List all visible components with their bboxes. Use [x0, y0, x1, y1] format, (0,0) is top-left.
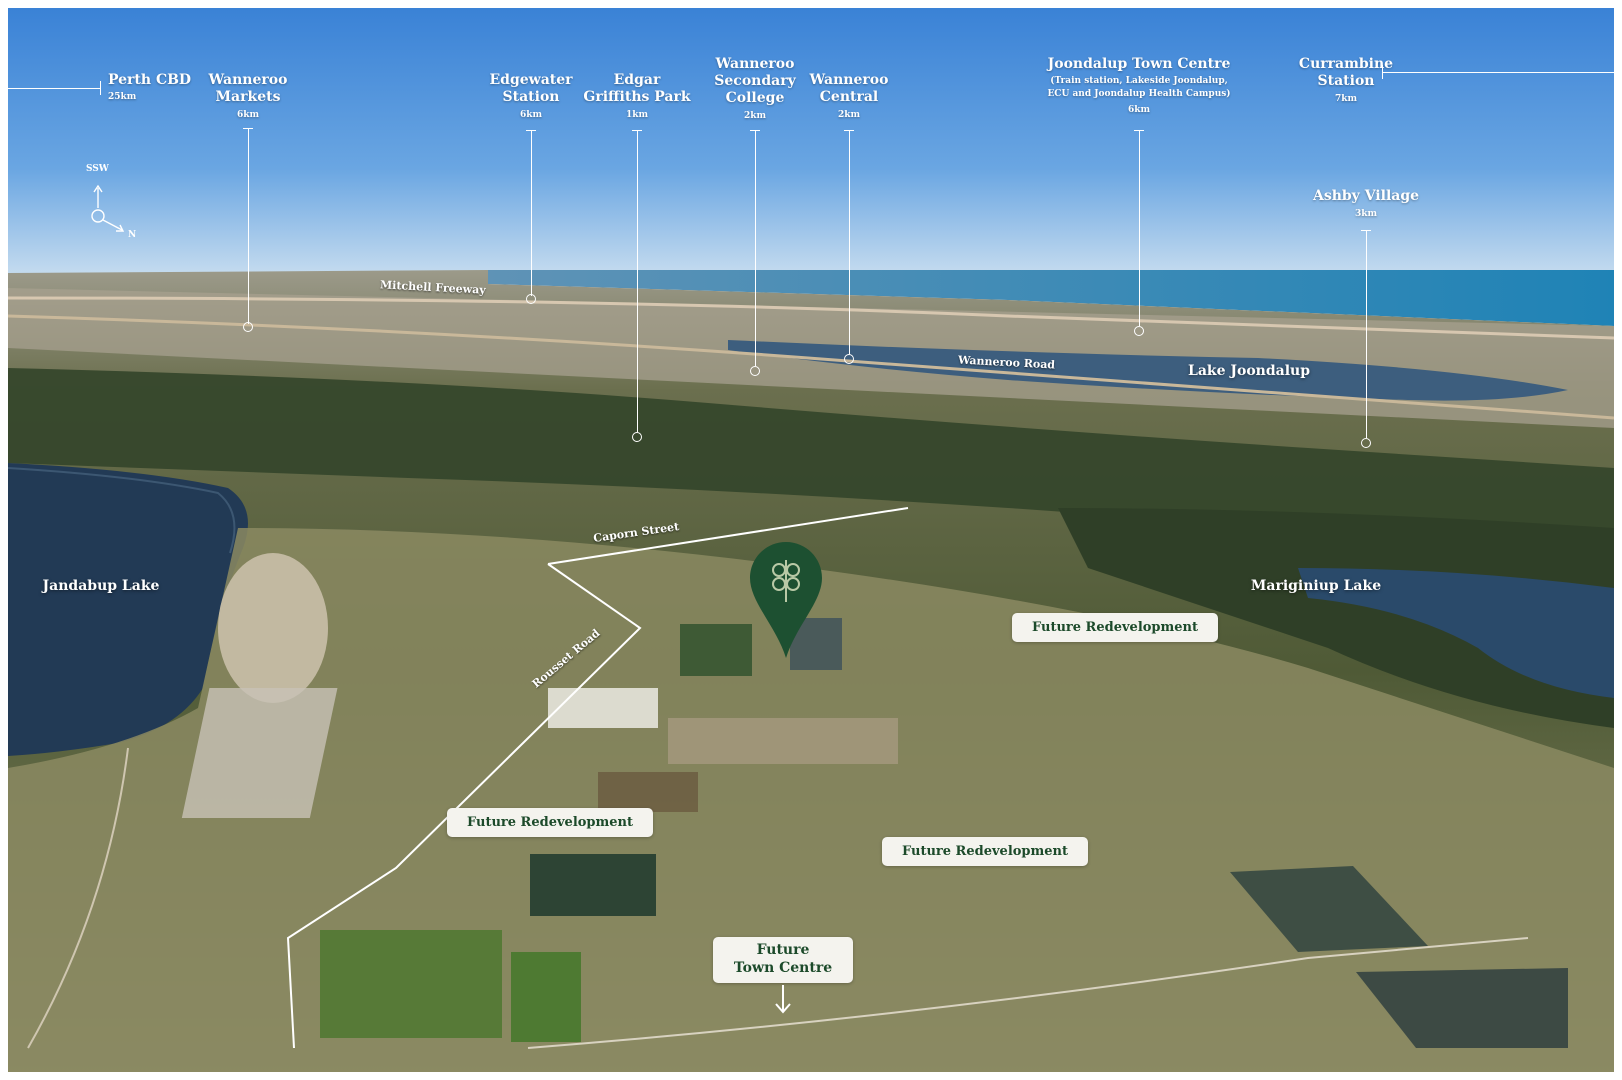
ashby-village-label: Ashby Village 3km	[1313, 188, 1419, 219]
aerial-photo	[8, 8, 1614, 1072]
compass-icon: SSW N	[86, 164, 156, 254]
future-town-centre-badge: Future Town Centre	[713, 937, 853, 983]
down-arrow-icon	[775, 985, 791, 1014]
southern-road-line	[527, 937, 1529, 1049]
racetrack	[218, 553, 328, 703]
perth-cbd-leader-line	[8, 88, 100, 89]
wanneroo-central-distance: 2km	[837, 110, 861, 120]
future-redevelopment-badge-1: Future Redevelopment	[1012, 613, 1218, 642]
wanneroo-markets-name: Wanneroo Markets	[208, 72, 288, 105]
compass-n-label: N	[128, 230, 137, 240]
edgar-griffiths-park-marker	[632, 432, 642, 442]
wanneroo-markets-marker	[243, 322, 253, 332]
aerial-map-frame: Perth CBD 25km Wanneroo Markets 6km Edge…	[8, 8, 1614, 1072]
ashby-village-distance: 3km	[1354, 209, 1378, 219]
wanneroo-road-line	[8, 314, 1614, 420]
currambine-station-label: Currambine Station 7km	[1296, 56, 1396, 104]
edgar-griffiths-park-name: Edgar Griffiths Park	[583, 72, 691, 105]
joondalup-town-centre-subtitle: (Train station, Lakeside Joondalup, ECU …	[1047, 76, 1231, 99]
mariginiup-lake-water	[1298, 568, 1614, 698]
wanneroo-central-name: Wanneroo Central	[809, 72, 889, 105]
edgewater-station-leader	[531, 130, 532, 296]
joondalup-town-centre-name: Joondalup Town Centre	[1047, 56, 1231, 72]
location-pin-logo-icon	[750, 542, 822, 658]
wanneroo-secondary-college-marker	[750, 366, 760, 376]
edgewater-station-name: Edgewater Station	[489, 72, 573, 105]
edgewater-station-label: Edgewater Station 6km	[486, 72, 576, 120]
ocean	[488, 270, 1614, 326]
mariginiup-wetland	[1058, 508, 1614, 728]
joondalup-town-centre-label: Joondalup Town Centre (Train station, La…	[1044, 56, 1234, 115]
perth-cbd-distance: 25km	[108, 92, 137, 102]
rousset-road-line	[286, 563, 642, 1049]
joondalup-town-centre-distance: 6km	[1127, 105, 1151, 115]
compass-arrows	[91, 184, 125, 232]
ashby-village-name: Ashby Village	[1312, 188, 1420, 204]
currambine-station-name: Currambine Station	[1298, 56, 1394, 89]
future-town-centre-line1: Future	[756, 942, 810, 958]
perth-cbd-leader-cap	[100, 81, 101, 95]
sky	[8, 8, 1614, 276]
jandabup-lake-water	[8, 463, 248, 756]
ashby-village-leader	[1366, 230, 1367, 438]
wanneroo-secondary-college-name: Wanneroo Secondary College	[714, 56, 796, 106]
edgewater-station-marker	[526, 294, 536, 304]
wanneroo-secondary-college-distance: 2km	[743, 111, 767, 121]
field	[680, 624, 752, 676]
edgar-griffiths-park-label: Edgar Griffiths Park 1km	[582, 72, 692, 120]
perth-cbd-name: Perth CBD	[108, 72, 192, 88]
caporn-street-line	[547, 507, 909, 565]
future-town-centre-line2: Town Centre	[733, 960, 833, 976]
wanneroo-central-marker	[844, 354, 854, 364]
edgar-griffiths-park-distance: 1km	[625, 110, 649, 120]
joondalup-town-centre-leader	[1139, 130, 1140, 326]
future-redevelopment-badge-2: Future Redevelopment	[447, 808, 653, 837]
compass-ssw-label: SSW	[86, 164, 109, 174]
edgewater-station-distance: 6km	[519, 110, 543, 120]
wanneroo-markets-leader	[248, 128, 249, 324]
currambine-station-distance: 7km	[1334, 94, 1358, 104]
jandabup-lake-label: Jandabup Lake	[42, 578, 160, 594]
wanneroo-secondary-college-leader	[755, 130, 756, 366]
joondalup-town-centre-marker	[1134, 326, 1144, 336]
wanneroo-markets-distance: 6km	[236, 110, 260, 120]
mariginiup-lake-label: Mariginiup Lake	[1250, 578, 1382, 594]
future-redevelopment-badge-3: Future Redevelopment	[882, 837, 1088, 866]
lake-joondalup-water	[728, 340, 1568, 401]
ashby-village-marker	[1361, 438, 1371, 448]
wanneroo-markets-label: Wanneroo Markets 6km	[203, 72, 293, 120]
perth-cbd-label: Perth CBD 25km	[108, 72, 191, 104]
wanneroo-central-leader	[849, 130, 850, 354]
currambine-leader-line	[1382, 72, 1614, 73]
wanneroo-secondary-college-label: Wanneroo Secondary College 2km	[705, 56, 805, 121]
wanneroo-central-label: Wanneroo Central 2km	[804, 72, 894, 120]
edgar-griffiths-park-leader	[637, 130, 638, 432]
lake-joondalup-label: Lake Joondalup	[1187, 363, 1311, 379]
mitchell-freeway-line	[8, 296, 1614, 340]
